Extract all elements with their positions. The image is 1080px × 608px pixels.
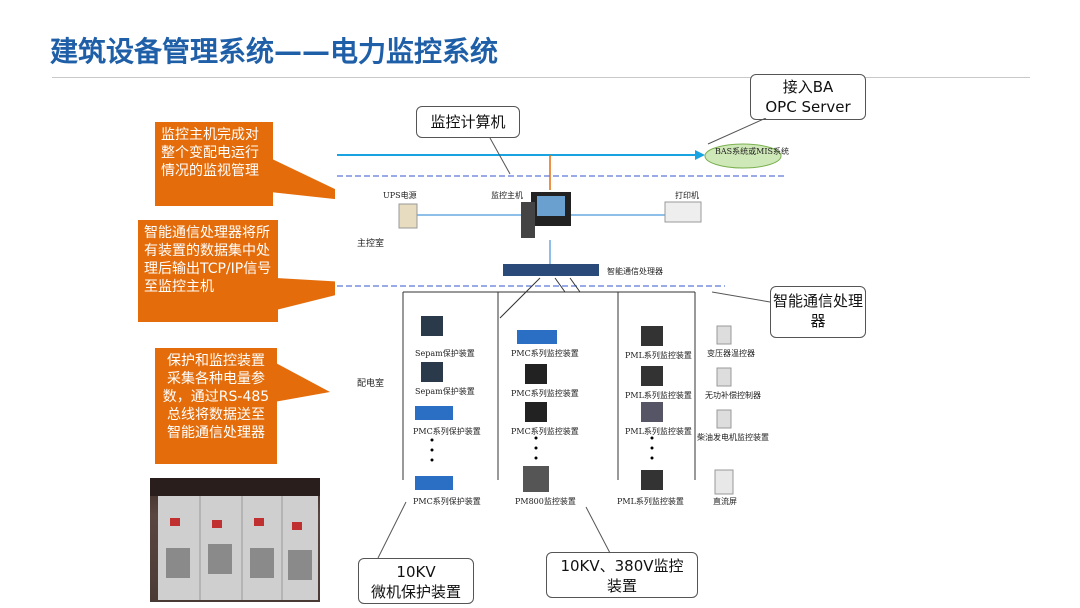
col2-label: PMC系列监控装置: [511, 427, 579, 436]
callout-protection: 保护和监控装置采集各种电量参数，通过RS-485总线将数据送至智能通信处理器: [155, 348, 277, 464]
col3-label: PML系列监控装置: [625, 427, 692, 436]
callout-monitor-host: 监控主机完成对整个变配电运行情况的监视管理: [155, 122, 273, 206]
col4-label: 变压器温控器: [707, 349, 755, 358]
col2-label: PMC系列监控装置: [511, 349, 579, 358]
callout-processor-text: 智能通信处理器将所有装置的数据集中处理后输出TCP/IP信号至监控主机: [144, 225, 272, 295]
title-divider: [52, 77, 1030, 78]
processor-label: 智能通信处理器: [607, 267, 663, 276]
col4-label: 直流屏: [713, 497, 737, 506]
col1-label: PMC系列保护装置: [413, 427, 481, 436]
bubble-10kv-pointer: [377, 501, 407, 559]
col1-label: Sepam保护装置: [415, 349, 475, 358]
bubble-computer: 监控计算机: [416, 106, 520, 138]
switchgear-photo: [150, 478, 320, 602]
callout-monitor-host-text: 监控主机完成对整个变配电运行情况的监视管理: [161, 127, 259, 179]
bubble-processor: 智能通信处理器: [770, 286, 866, 338]
page-title: 建筑设备管理系统——电力监控系统: [50, 35, 499, 68]
bubble-computer-pointer: [489, 138, 511, 175]
col4-label: 柴油发电机监控装置: [697, 433, 769, 442]
main-room-label: 主控室: [357, 239, 385, 249]
system-diagram: BAS系统或MIS系统 UPS电源 监控主机 打印机 主控室 智能通信处理器 配…: [335, 140, 789, 508]
bas-label: BAS系统或MIS系统: [715, 147, 789, 156]
bubble-computer-text: 监控计算机: [430, 113, 506, 131]
col3-label: PML系列监控装置: [625, 351, 692, 360]
bubble-10kv-line1: 10KV: [396, 563, 436, 581]
bubble-10kv: 10KV 微机保护装置: [358, 558, 474, 604]
col2-label: PM800监控装置: [515, 497, 576, 506]
bubble-processor-pointer: [712, 291, 771, 303]
bubble-processor-text: 智能通信处理器: [772, 292, 863, 330]
col4-label: 无功补偿控制器: [705, 391, 761, 400]
col3-label: PML系列监控装置: [617, 497, 684, 506]
switchgear-graphic: [150, 478, 320, 600]
bubble-ba: 接入BA OPC Server: [750, 74, 866, 120]
bubble-380v: 10KV、380V监控装置: [546, 552, 698, 598]
callout-protection-text: 保护和监控装置采集各种电量参数，通过RS-485总线将数据送至智能通信处理器: [162, 353, 270, 441]
ups-label: UPS电源: [383, 191, 417, 200]
bubble-10kv-line2: 微机保护装置: [370, 583, 461, 601]
col1-label: Sepam保护装置: [415, 387, 475, 396]
col2-label: PMC系列监控装置: [511, 389, 579, 398]
bubble-ba-pointer: [707, 118, 767, 145]
dist-room-label: 配电室: [357, 379, 385, 389]
printer-label: 打印机: [675, 191, 699, 200]
callout-arrow-3: [274, 362, 330, 402]
host-label: 监控主机: [491, 191, 523, 200]
bubble-ba-line2: OPC Server: [765, 98, 851, 116]
diagram-lines: [337, 143, 785, 495]
col1-label: PMC系列保护装置: [413, 497, 481, 506]
bubble-ba-line1: 接入BA: [782, 78, 834, 96]
col3-label: PML系列监控装置: [625, 391, 692, 400]
bubble-380v-text: 10KV、380V监控装置: [560, 557, 684, 595]
bubble-380v-pointer: [585, 506, 611, 554]
callout-processor: 智能通信处理器将所有装置的数据集中处理后输出TCP/IP信号至监控主机: [138, 220, 278, 322]
